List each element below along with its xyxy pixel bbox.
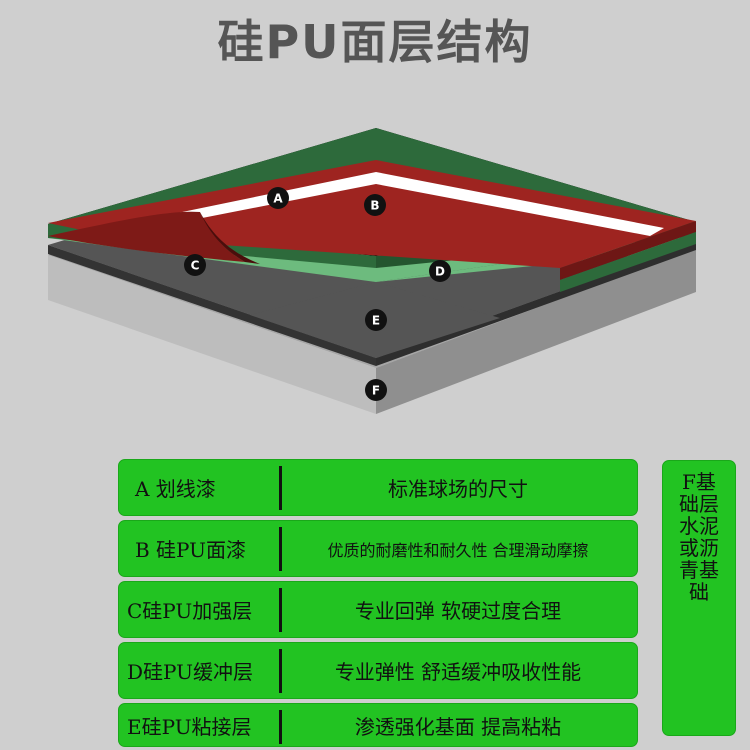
layer-row-desc: 专业回弹 软硬过度合理 <box>354 599 562 623</box>
layer-row-desc: 渗透强化基面 提高粘粘 <box>354 714 562 739</box>
page-title: 硅PU面层结构 <box>217 15 533 69</box>
peeled-corner <box>48 211 245 262</box>
layer-row-a: A 划线漆 标准球场的尺寸 <box>118 459 638 516</box>
row-divider <box>279 527 282 571</box>
layer-row-d: D硅PU缓冲层 专业弹性 舒适缓冲吸收性能 <box>118 642 638 699</box>
marker-f: F <box>365 379 387 401</box>
layer-row-e: E硅PU粘接层 渗透强化基面 提高粘粘 <box>118 703 638 747</box>
base-layer-left-face <box>48 255 376 414</box>
layer-row-label: E硅PU粘接层 <box>127 714 252 739</box>
row-divider <box>279 649 282 693</box>
marker-e: E <box>365 309 387 331</box>
svg-text:A: A <box>273 192 283 206</box>
layer-row-desc: 专业弹性 舒适缓冲吸收性能 <box>334 660 582 684</box>
layer-row-label: C硅PU加强层 <box>127 599 253 623</box>
svg-text:B: B <box>370 199 379 213</box>
layer-e-right-face <box>376 242 696 366</box>
row-divider <box>279 710 282 744</box>
svg-text:F: F <box>372 384 380 398</box>
layer-row-c: C硅PU加强层 专业回弹 软硬过度合理 <box>118 581 638 638</box>
layer-row-b: B 硅PU面漆 优质的耐磨性和耐久性 合理滑动摩擦 <box>118 520 638 577</box>
layer-row-label: B 硅PU面漆 <box>135 538 247 562</box>
marker-a: A <box>267 187 289 209</box>
layer-b-right-face <box>560 221 696 280</box>
layer-row-label: D硅PU缓冲层 <box>127 660 253 684</box>
row-divider <box>279 588 282 632</box>
layer-row-desc: 标准球场的尺寸 <box>388 477 528 501</box>
svg-text:E: E <box>372 314 380 328</box>
base-layer-note: F基础层水泥或沥青基础 <box>662 460 736 736</box>
svg-text:D: D <box>435 265 445 279</box>
marker-c: C <box>184 254 206 276</box>
row-divider <box>279 466 282 510</box>
layer-row-label: A 划线漆 <box>135 477 216 501</box>
marker-d: D <box>429 260 451 282</box>
base-layer-right-face <box>376 248 696 414</box>
layer-row-desc: 优质的耐磨性和耐久性 合理滑动摩擦 <box>327 540 589 560</box>
layer-e-left-face <box>48 245 376 366</box>
svg-text:C: C <box>191 259 200 273</box>
layer-d-right-face <box>560 232 696 292</box>
marker-b: B <box>364 194 386 216</box>
